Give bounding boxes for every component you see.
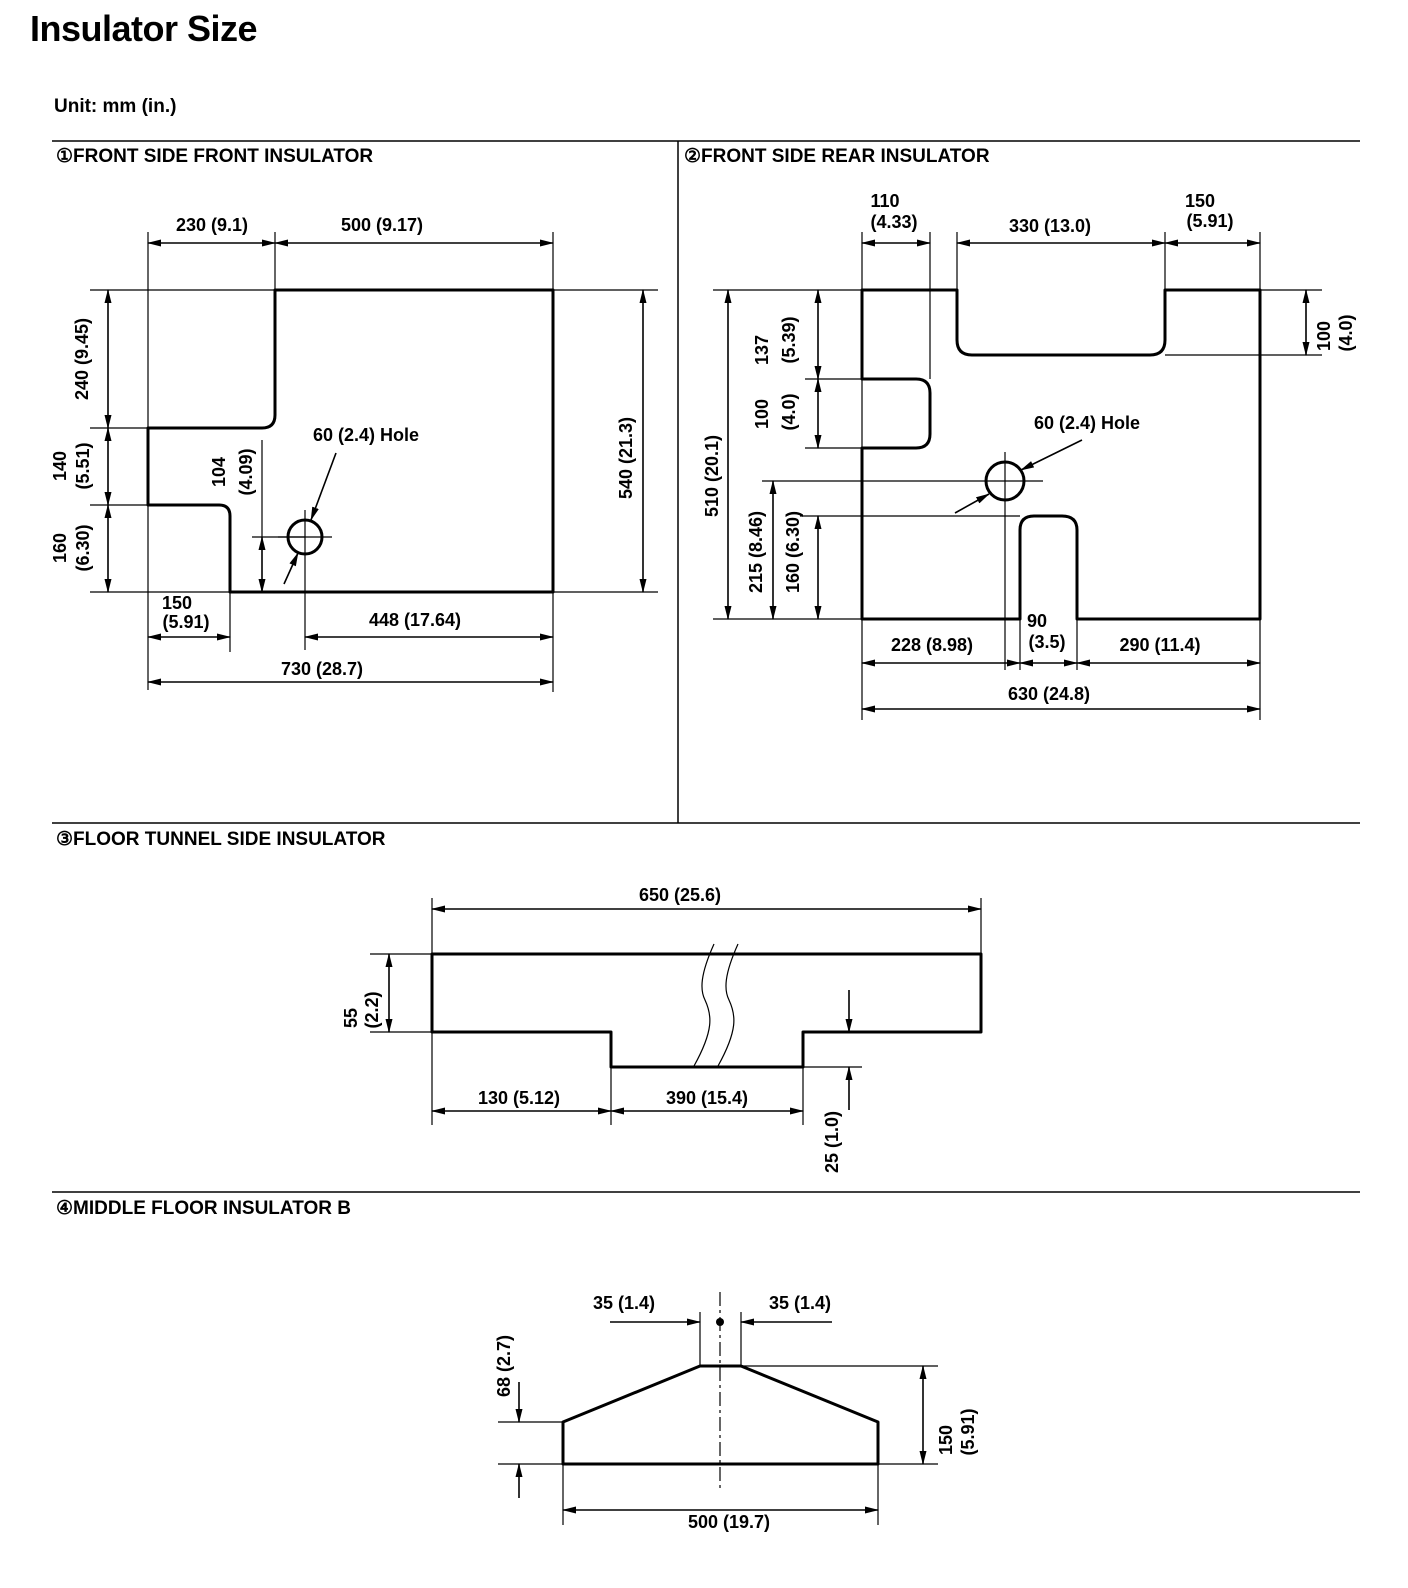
dim-137: 137 xyxy=(752,335,772,365)
section-frames xyxy=(52,140,1360,1193)
dim-230: 230 (9.1) xyxy=(176,215,248,235)
dim-390: 390 (15.4) xyxy=(666,1088,748,1108)
floor-tunnel-outline xyxy=(430,952,983,1069)
section-title-front-side-front: ①FRONT SIDE FRONT INSULATOR xyxy=(56,146,374,167)
dim-150-mid-in: (5.91) xyxy=(958,1408,978,1455)
dim-140-in: (5.51) xyxy=(73,442,93,489)
dim-150-in: (5.91) xyxy=(162,612,209,632)
dim-215: 215 (8.46) xyxy=(746,511,766,593)
hole-label-rear: 60 (2.4) Hole xyxy=(1034,413,1140,433)
dim-104: 104 xyxy=(209,457,229,487)
dim-510: 510 (20.1) xyxy=(702,435,722,517)
dim-137-in: (5.39) xyxy=(779,316,799,363)
dim-90-in: (3.5) xyxy=(1028,632,1065,652)
dim-500: 500 (9.17) xyxy=(341,215,423,235)
dim-500-mid: 500 (19.7) xyxy=(688,1512,770,1532)
dim-150: 150 xyxy=(162,593,192,613)
dim-290: 290 (11.4) xyxy=(1119,635,1200,655)
front-side-front-insulator: 230 (9.1) 500 (9.17) 240 (9.45) 140 (5.5… xyxy=(50,215,658,692)
floor-tunnel-side-insulator: 650 (25.6) 55 (2.2) 130 (5.12) 390 (15.4… xyxy=(341,885,983,1173)
dim-100-notch-in: (4.0) xyxy=(1336,314,1356,351)
break-mark xyxy=(693,943,715,1067)
front-side-rear-insulator: 110 (4.33) 330 (13.0) 150 (5.91) 137 (5.… xyxy=(702,191,1356,720)
dim-100-slot-in: (4.0) xyxy=(779,393,799,430)
section-title-front-side-rear: ②FRONT SIDE REAR INSULATOR xyxy=(684,146,990,167)
front-side-rear-outline xyxy=(860,288,1262,621)
hole-label: 60 (2.4) Hole xyxy=(313,425,419,445)
dim-55: 55 xyxy=(341,1008,361,1028)
dim-110-in: (4.33) xyxy=(870,212,917,232)
dim-55-in: (2.2) xyxy=(362,991,382,1028)
dim-35-right: 35 (1.4) xyxy=(769,1293,831,1313)
dim-68: 68 (2.7) xyxy=(494,1335,514,1397)
dim-228: 228 (8.98) xyxy=(891,635,973,655)
dim-130: 130 (5.12) xyxy=(478,1088,560,1108)
section-title-floor-tunnel: ③FLOOR TUNNEL SIDE INSULATOR xyxy=(56,829,386,850)
dim-150-rear: 150 xyxy=(1185,191,1215,211)
dim-330: 330 (13.0) xyxy=(1009,216,1091,236)
dim-730: 730 (28.7) xyxy=(281,659,363,679)
dim-160: 160 xyxy=(50,533,70,563)
unit-label: Unit: mm (in.) xyxy=(54,96,177,117)
dim-100-notch: 100 xyxy=(1314,321,1334,351)
dim-540: 540 (21.3) xyxy=(616,417,636,499)
dim-150-rear-in: (5.91) xyxy=(1186,211,1233,231)
dim-35-left: 35 (1.4) xyxy=(593,1293,655,1313)
center-point xyxy=(716,1318,724,1326)
dim-160-in: (6.30) xyxy=(73,524,93,571)
middle-floor-insulator-b: 35 (1.4) 35 (1.4) 68 (2.7) 150 (5.91) 50… xyxy=(494,1292,978,1532)
dim-630: 630 (24.8) xyxy=(1008,684,1090,704)
front-side-front-outline xyxy=(146,288,555,594)
dim-240: 240 (9.45) xyxy=(72,318,92,400)
dim-650: 650 (25.6) xyxy=(639,885,721,905)
page-title: Insulator Size xyxy=(30,8,258,49)
dim-100-slot: 100 xyxy=(752,399,772,429)
dim-104-in: (4.09) xyxy=(236,448,256,495)
dim-25: 25 (1.0) xyxy=(822,1111,842,1173)
dim-90: 90 xyxy=(1027,611,1047,631)
dim-140: 140 xyxy=(50,451,70,481)
dim-448: 448 (17.64) xyxy=(369,610,461,630)
dim-160-rear: 160 (6.30) xyxy=(783,511,803,593)
section-title-middle-floor: ④MIDDLE FLOOR INSULATOR B xyxy=(56,1198,351,1219)
dim-110: 110 xyxy=(870,191,899,211)
dim-150-mid: 150 xyxy=(936,1425,956,1455)
